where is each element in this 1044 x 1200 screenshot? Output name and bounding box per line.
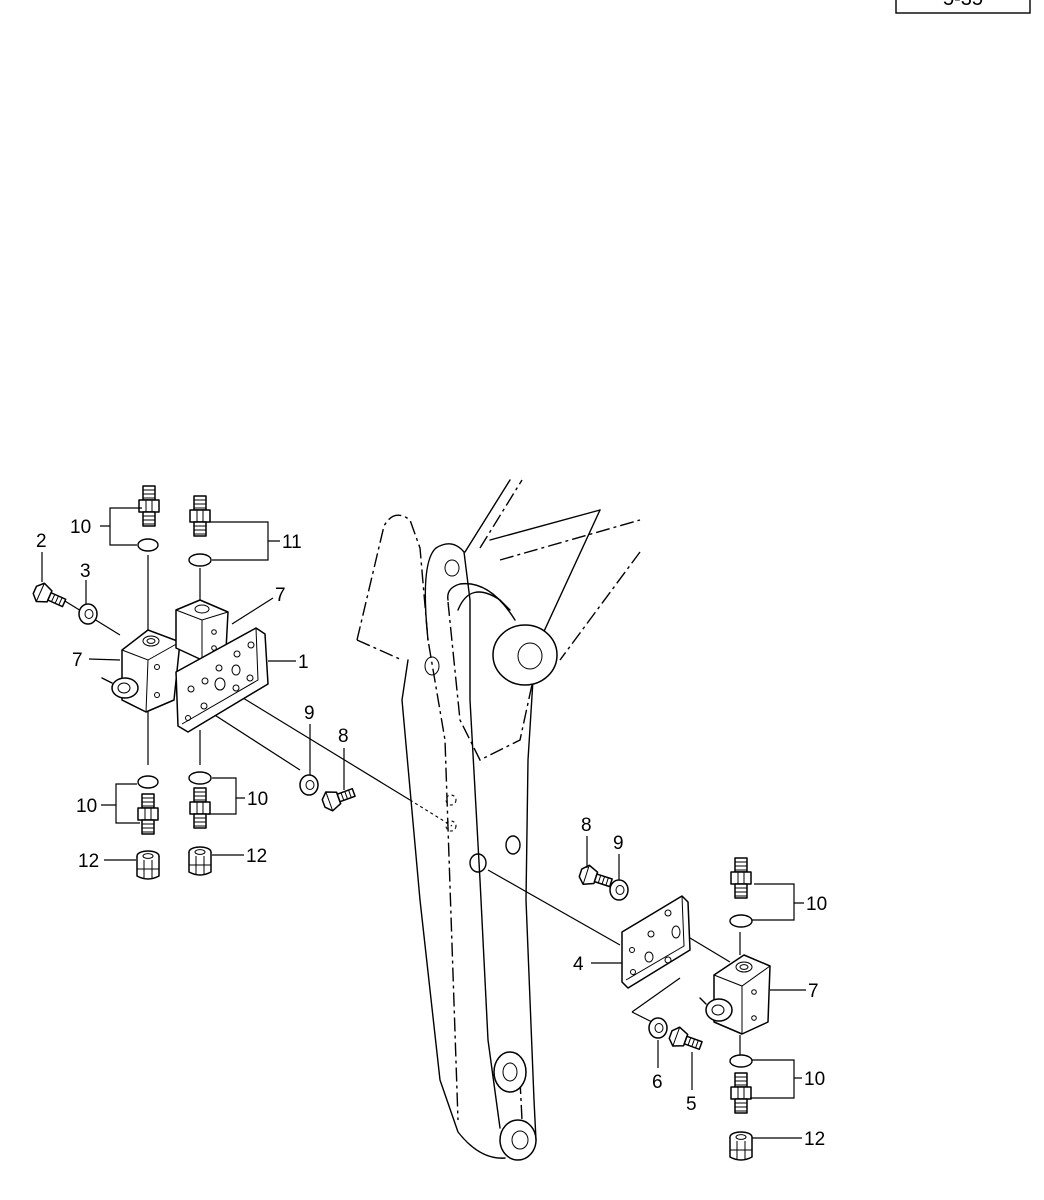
callout-7-left: 7 [72,650,83,671]
callout-7-right: 7 [808,981,819,1002]
callout-9-right: 9 [613,833,624,854]
callout-12-right: 12 [804,1129,825,1150]
callout-12-mid: 12 [246,846,267,867]
callout-1: 1 [298,652,309,673]
callout-8-right: 8 [581,815,592,836]
leader-lines [41,507,806,1139]
page-reference-box: 5-35 [895,0,1031,14]
callout-2: 2 [36,531,47,552]
callout-11: 11 [282,532,302,553]
left-valve-assembly [30,485,453,880]
page-reference: 5-35 [943,0,983,10]
callout-7-upper: 7 [275,585,286,606]
callout-5: 5 [686,1094,697,1115]
callout-3: 3 [80,561,91,582]
callout-10-bottom-mid: 10 [247,789,268,810]
callout-10-top-right: 10 [806,894,827,915]
right-valve-assembly [487,857,771,1161]
callout-10-bottom-left: 10 [76,796,97,817]
callout-10-bottom-right: 10 [804,1069,825,1090]
callout-8-left: 8 [338,726,349,747]
callout-4: 4 [573,954,584,975]
callouts: 1 2 3 4 5 6 7 7 7 8 8 9 9 10 10 10 10 10… [36,517,827,1150]
callout-10-top-left: 10 [70,517,91,538]
callout-6: 6 [652,1072,663,1093]
callout-12-left: 12 [78,851,99,872]
callout-9-left: 9 [304,703,315,724]
arm-structure [356,479,641,1161]
